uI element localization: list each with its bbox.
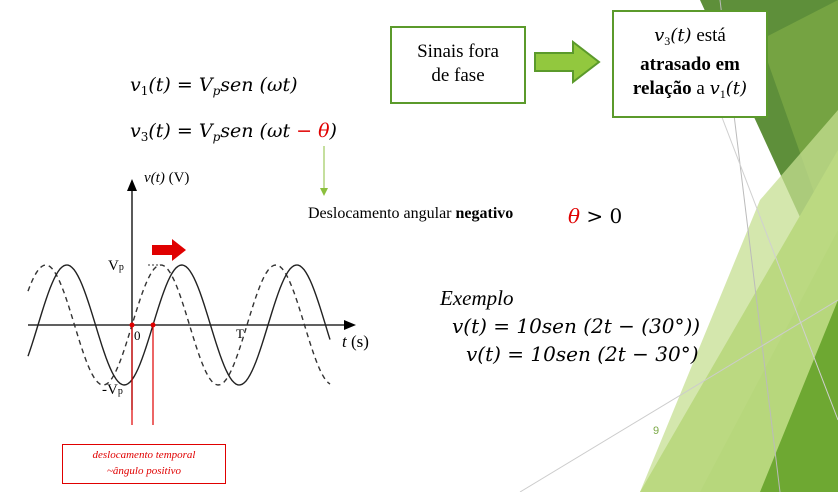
x-label-unit: (s): [346, 332, 369, 351]
vp-label: Vp: [108, 258, 124, 275]
eq1-lhs-sub: 1: [140, 84, 149, 98]
box-right-tail1: está: [691, 25, 726, 46]
eq1-lhs: v: [130, 74, 141, 96]
y-axis-label: v(t) (V): [144, 170, 189, 187]
arrow-down-icon: [320, 146, 328, 196]
equation-v1: v1(t) = Vpsen (ωt): [130, 74, 298, 98]
box-right-tail2: a: [691, 78, 710, 99]
eq3-rhs-a: sen (ωt: [220, 120, 297, 142]
page-number: 9: [653, 425, 660, 437]
example-line2: v(t) = 10sen (2t − 30°): [466, 342, 699, 366]
nvp-text: -V: [102, 382, 118, 398]
eq1-vp: V: [198, 74, 213, 96]
vp-sub: p: [118, 262, 124, 273]
vp-text: V: [108, 258, 119, 274]
v1-sub: 1: [719, 87, 726, 101]
example-line1: v(t) = 10sen (2t − (30°)): [452, 314, 701, 338]
red-arrow-icon: [152, 239, 186, 261]
x-axis-label: t (s): [342, 332, 369, 352]
period-label: T: [236, 326, 244, 341]
y-label-unit: (V): [164, 170, 190, 186]
nvp-sub: p: [117, 386, 123, 397]
v3-arg: (t): [670, 25, 692, 46]
desloc-bold: negativo: [455, 205, 514, 222]
eq3-lhs-sub: 3: [140, 130, 149, 144]
eq1-vp-sub: p: [212, 84, 221, 98]
box-right-bold2: relação: [632, 78, 692, 99]
gt-zero: > 0: [580, 204, 623, 228]
wave-v3-solid: [27, 264, 331, 386]
box-right-bold: atrasado em: [640, 54, 740, 75]
y-axis-arrow: [127, 179, 137, 191]
theta-symbol: θ: [568, 204, 581, 228]
x-label-italic: t: [342, 332, 347, 351]
y-label-italic: v(t): [144, 170, 165, 186]
eq1-rhs: sen (ωt): [220, 74, 298, 96]
out-of-phase-box: Sinais fora de fase: [390, 26, 526, 104]
eq3-minus-theta: − θ: [296, 120, 330, 142]
box-line2: de fase: [431, 65, 485, 86]
v1-arg: (t): [725, 78, 748, 99]
eq3-vp: V: [198, 120, 213, 142]
eq3-lhs: v: [130, 120, 141, 142]
eq3-rhs-b: ): [329, 120, 337, 142]
x-axis-arrow: [344, 320, 356, 330]
neg-vp-label: -Vp: [102, 382, 123, 399]
eq3-vp-sub: p: [212, 130, 221, 144]
theta-condition: θ > 0: [568, 204, 622, 228]
v3-sub: 3: [664, 34, 671, 48]
v3-symbol: v: [654, 25, 665, 46]
desloc-text: Deslocamento angular: [308, 205, 456, 222]
eq1-lhs-arg: (t) =: [148, 74, 199, 96]
example-title: Exemplo: [440, 286, 514, 310]
angular-shift-text: Deslocamento angular negativo: [308, 205, 513, 223]
phase-shift-graph: [27, 179, 356, 425]
eq3-lhs-arg: (t) =: [148, 120, 199, 142]
equation-v3: v3(t) = Vpsen (ωt − θ): [130, 120, 337, 144]
delayed-box: v3(t) está atrasado em relação a v1(t): [612, 10, 768, 118]
zero-label: 0: [134, 328, 141, 343]
v1-symbol: v: [709, 78, 720, 99]
time-shift-note: deslocamento temporal ~ângulo positivo: [62, 444, 226, 484]
note-line1: deslocamento temporal: [92, 449, 196, 461]
arrow-right-icon: [534, 40, 601, 84]
note-line2: ~ângulo positivo: [106, 465, 182, 477]
box-line1: Sinais fora: [417, 41, 499, 62]
